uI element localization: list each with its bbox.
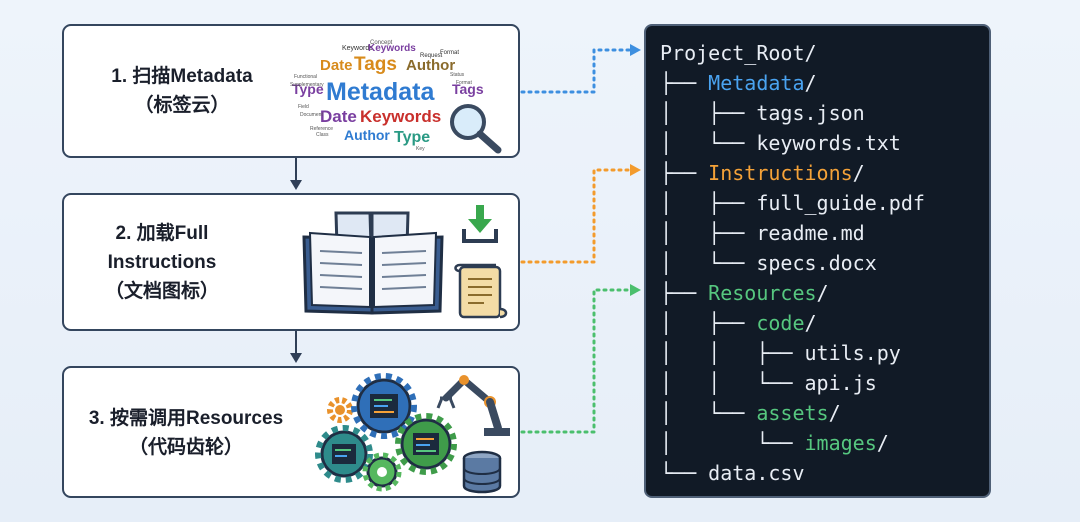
file-api: api.js [804,371,877,395]
tag-word: Metadata [326,78,435,106]
database-icon [462,450,502,494]
tag-word: Tags [452,81,484,97]
tag-word: Format [440,50,459,56]
step2-line1: 2. 加载Full [115,223,209,244]
tag-word: Concept [370,40,393,46]
small-green-gear-icon [362,452,402,492]
step2-title: 2. 加载Full Instructions （文档图标） [64,219,260,306]
file-full-guide: full_guide.pdf [756,191,925,215]
gears-illustration [315,373,510,494]
folder-assets: assets [756,401,829,425]
file-tags-json: tags.json [756,101,865,125]
tree-item-full-guide: │ ├── full_guide.pdf [660,191,925,215]
tag-word: Field [298,104,309,110]
folder-metadata: Metadata [708,71,805,95]
open-book-front-icon [302,231,444,315]
magnifier-icon [450,104,502,154]
file-readme: readme.md [756,221,865,245]
file-specs: specs.docx [756,251,877,275]
tree-item-assets: │ └── assets/ [660,401,841,425]
tree-item-tags-json: │ ├── tags.json [660,101,865,125]
books-illustration [302,211,444,315]
tag-word: Author [344,127,390,143]
tag-word: Author [406,57,455,74]
small-orange-gear-icon [327,397,353,423]
tag-word: Type [394,129,430,146]
tag-word: Keywords [342,45,373,52]
tag-word: Reference [310,126,333,132]
folder-images: images [804,431,877,455]
file-data-csv: data.csv [708,461,805,485]
tag-word: Document [300,112,323,118]
tree-item-images: │ └── images/ [660,431,889,455]
blue-code-gear-icon [351,373,417,439]
tag-word: Tags [354,54,397,75]
tag-word: Supplementary [290,82,324,88]
tree-item-metadata: ├── Metadata/ [660,71,817,95]
folder-instructions: Instructions [708,161,853,185]
tree-root: Project_Root/ [660,41,817,65]
tree-item-keywords-txt: │ └── keywords.txt [660,131,901,155]
tree-item-code: │ ├── code/ [660,311,817,335]
tree-item-readme: │ ├── readme.md [660,221,865,245]
step-card-metadata: 1. 扫描Metadata （标签云） Concept Keywords Key… [62,24,520,158]
file-keywords-txt: keywords.txt [756,131,901,155]
tag-word: Date [320,107,357,126]
green-code-gear-icon [395,413,457,475]
step-card-instructions: 2. 加载Full Instructions （文档图标） [62,193,520,331]
down-arrow-1 [290,158,302,190]
tag-word: Format [456,80,472,86]
step2-line2: Instructions [107,252,217,273]
tree-item-data-csv: └── data.csv [660,461,805,485]
tag-word: Key [416,146,425,152]
tag-word: Request [420,53,443,59]
step1-line2: （标签云） [134,95,230,116]
tag-word: Keywords [360,107,441,126]
folder-resources: Resources [708,281,817,305]
tree-item-instructions: ├── Instructions/ [660,161,865,185]
step3-title: 3. 按需调用Resources （代码齿轮） [68,404,304,462]
tag-word: Date [320,57,353,74]
tag-word: Functional [294,74,317,80]
connector-metadata [520,44,641,94]
scroll-document-icon [454,263,508,319]
connector-resources [520,284,641,434]
step-card-resources: 3. 按需调用Resources （代码齿轮） [62,366,520,498]
connector-instructions [520,164,641,264]
step2-line3: （文档图标） [104,281,219,302]
tree-item-resources: ├── Resources/ [660,281,829,305]
robot-arm-icon [436,375,510,436]
download-icon [462,205,498,243]
step1-line1: 1. 扫描Metadata [111,66,253,87]
tag-word: Keywords [368,43,416,54]
step1-title: 1. 扫描Metadata （标签云） [64,62,300,120]
down-arrow-2 [290,331,302,363]
tree-item-api: │ │ └── api.js [660,371,877,395]
tag-word: Class [316,132,329,138]
step3-line1: 3. 按需调用Resources [88,408,284,429]
tag-word: Status [450,72,465,78]
tree-item-utils: │ │ ├── utils.py [660,341,901,365]
teal-code-gear-icon [315,425,373,483]
file-tree-panel: Project_Root/ ├── Metadata/ │ ├── tags.j… [644,24,991,498]
tag-word: Type [292,81,324,97]
folder-code: code [756,311,805,335]
step3-line2: （代码齿轮） [128,437,243,458]
tree-item-specs: │ └── specs.docx [660,251,877,275]
tag-cloud-illustration: Concept Keywords Keywords Request Format… [290,40,502,154]
file-utils: utils.py [804,341,901,365]
